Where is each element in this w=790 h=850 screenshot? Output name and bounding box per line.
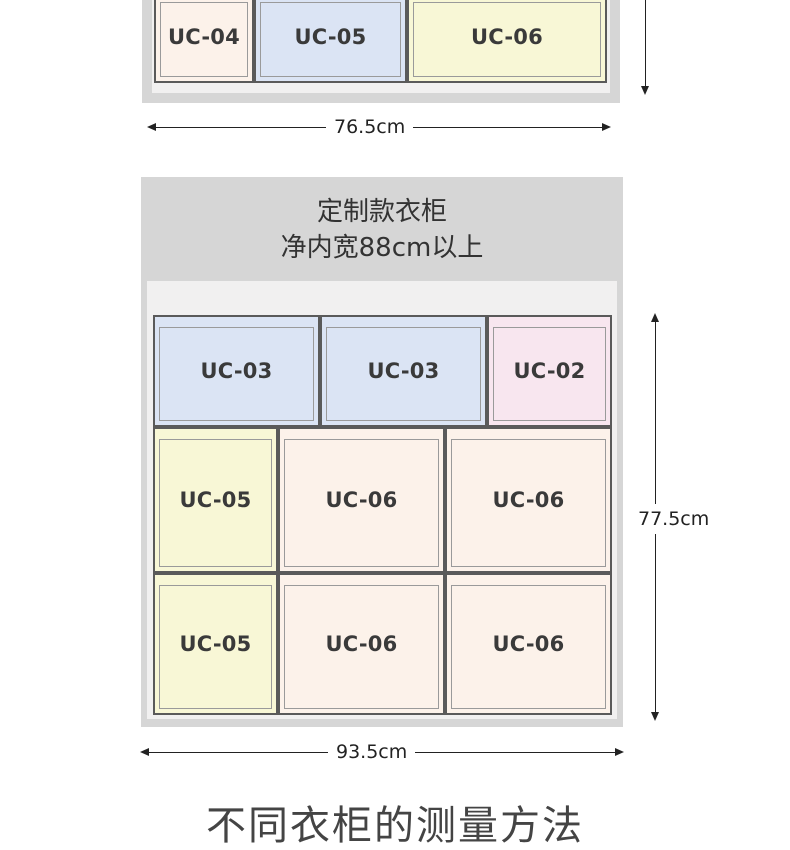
storage-box-uc-06: UC-06 — [278, 573, 445, 715]
arrow-left-icon — [147, 123, 156, 131]
arrow-right-icon — [602, 123, 611, 131]
arrow-up-icon — [651, 313, 659, 322]
storage-box-uc-03: UC-03 — [153, 315, 320, 427]
box-label: UC-05 — [179, 632, 252, 656]
box-label: UC-06 — [492, 632, 565, 656]
box-label: UC-05 — [179, 488, 252, 512]
top-wardrobe: UC-04 UC-05 UC-06 — [142, 0, 620, 103]
arrow-right-icon — [615, 748, 624, 756]
box-label: UC-06 — [325, 632, 398, 656]
wardrobe-subtitle: 净内宽88cm以上 — [280, 233, 484, 263]
box-label: UC-03 — [200, 359, 273, 383]
storage-box-uc-05: UC-05 — [153, 573, 278, 715]
box-label: UC-05 — [294, 24, 367, 49]
storage-box-uc-05: UC-05 — [254, 0, 407, 83]
wardrobe-interior: UC-03 UC-03 UC-02 UC-05 UC-06 UC-06 UC-0… — [147, 281, 617, 719]
box-label: UC-03 — [367, 359, 440, 383]
storage-box-uc-06: UC-06 — [445, 573, 612, 715]
arrow-down-icon — [651, 712, 659, 721]
custom-wardrobe: 定制款衣柜 净内宽88cm以上 UC-03 UC-03 UC-02 UC-05 … — [141, 177, 623, 727]
height-label: 77.5cm — [628, 504, 720, 534]
width-label: 93.5cm — [328, 741, 416, 763]
storage-box-uc-06: UC-06 — [407, 0, 607, 83]
box-label: UC-06 — [471, 24, 543, 49]
box-label: UC-06 — [325, 488, 398, 512]
storage-box-uc-05: UC-05 — [153, 427, 278, 573]
box-label: UC-04 — [168, 24, 240, 49]
storage-box-uc-06: UC-06 — [445, 427, 612, 573]
box-label: UC-02 — [513, 359, 586, 383]
storage-box-uc-06: UC-06 — [278, 427, 445, 573]
storage-box-uc-02: UC-02 — [487, 315, 612, 427]
arrow-left-icon — [140, 748, 149, 756]
storage-box-uc-04: UC-04 — [154, 0, 254, 83]
top-wardrobe-interior: UC-04 UC-05 UC-06 — [152, 0, 610, 93]
storage-box-uc-03: UC-03 — [320, 315, 487, 427]
wardrobe-header: 定制款衣柜 净内宽88cm以上 — [141, 177, 623, 281]
top-width-label: 76.5cm — [326, 116, 414, 138]
wardrobe-title: 定制款衣柜 — [316, 197, 447, 227]
box-label: UC-06 — [492, 488, 565, 512]
section-heading: 不同衣柜的测量方法 — [206, 803, 584, 849]
top-height-dimension-line — [645, 0, 646, 86]
arrow-down-icon — [641, 86, 649, 95]
